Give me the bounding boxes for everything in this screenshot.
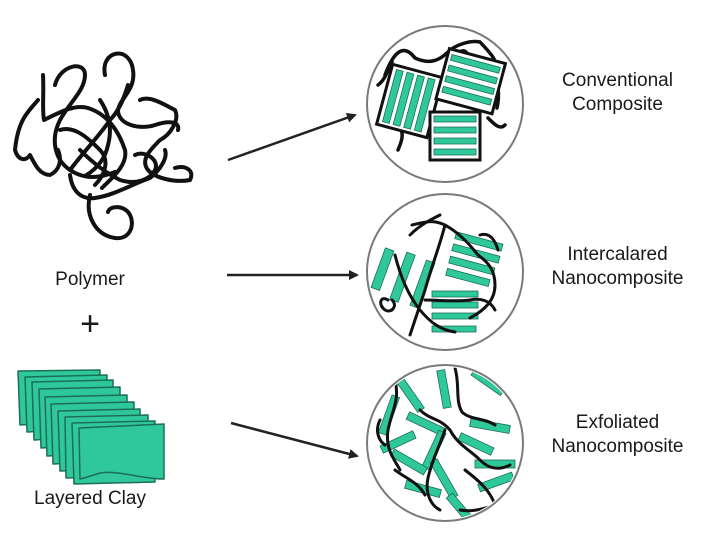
- conventional-composite-icon: [366, 25, 524, 183]
- exfoliated-nanocomposite-label: Exfoliated Nanocomposite: [530, 411, 705, 459]
- label-line-2: Nanocomposite: [551, 436, 684, 457]
- label-line-1: Intercalared: [567, 244, 668, 265]
- polymer-coil-icon: [13, 51, 194, 241]
- label-line-2: Nanocomposite: [551, 268, 684, 289]
- label-line-2: Composite: [572, 94, 663, 115]
- layered-clay-label: Layered Clay: [34, 488, 146, 509]
- plus-sign: +: [80, 305, 100, 343]
- exfoliated-nanocomposite-icon: [366, 364, 524, 522]
- arrow-to-conventional: [227, 112, 357, 162]
- polymer-label: Polymer: [55, 269, 125, 290]
- conventional-composite-label: Conventional Composite: [530, 69, 705, 117]
- intercalated-nanocomposite-label: Intercalared Nanocomposite: [530, 243, 705, 291]
- intercalated-nanocomposite-icon: [366, 193, 524, 351]
- label-line-1: Exfoliated: [575, 412, 660, 433]
- label-line-1: Conventional: [562, 70, 673, 91]
- arrow-to-exfoliated: [230, 421, 359, 459]
- layered-clay-icon: [17, 369, 165, 485]
